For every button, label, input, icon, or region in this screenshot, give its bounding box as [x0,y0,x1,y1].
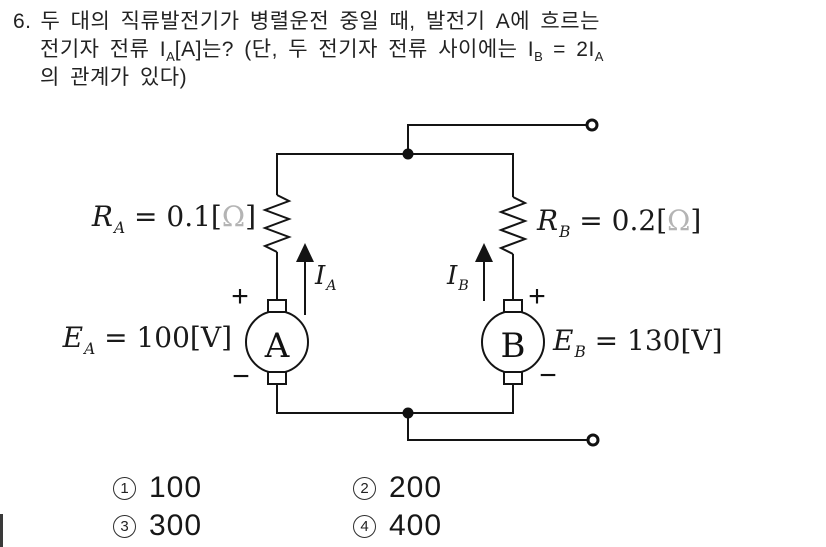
emf-a-label: EA = 100[V] [62,321,232,358]
current-ia-label: IA [315,261,337,295]
subscript-a: A [166,49,175,65]
current-ib-arrow [475,243,493,301]
subscript-a: A [84,339,96,358]
choice-3-number-circle: 3 [113,514,136,538]
bracket-close: ] [690,204,702,237]
choice-3: 3 300 [113,509,203,542]
question-line-1-text: 두 대의 직류발전기가 병렬운전 중일 때, 발전기 A에 흐르는 [40,10,600,33]
question-line-1: 6. 두 대의 직류발전기가 병렬운전 중일 때, 발전기 A에 흐르는 [13,10,600,34]
top-junction-dot [402,148,414,160]
question-number: 6. [13,10,32,33]
gen-a-bottom-terminal-box [267,371,287,385]
subscript-b: B [559,222,571,241]
resistor-a-symbol-text: R [91,200,113,233]
emf-a-value: = 100[V] [95,321,232,354]
resistor-b-value: = 0.2[ [570,204,668,237]
bottom-output-terminal [586,433,600,447]
choice-1-number-circle: 1 [113,476,136,500]
choice-1: 1 100 [113,471,203,504]
gen-b-bottom-terminal-box [503,371,523,385]
choice-4-number-circle: 4 [353,514,376,538]
choice-2-label: 200 [389,471,443,504]
emf-b-symbol-text: E [553,324,574,357]
current-ia-symbol-text: I [315,261,326,291]
choice-3-label: 300 [149,509,203,542]
question-line-2: 전기자 전류 IA[A]는? (단, 두 전기자 전류 사이에는 IB = 2I… [40,38,603,69]
gen-a-top-terminal-box [267,299,287,313]
arrow-up-icon [296,243,314,262]
choice-1-label: 100 [149,471,203,504]
choice-2-number-circle: 2 [353,476,376,500]
gen-b-top-terminal-box [503,299,523,313]
resistor-b-label: RB = 0.2[Ω] [537,204,702,241]
generator-a-letter: A [264,326,290,366]
bottom-bus-wire [276,382,514,414]
emf-a-symbol-text: E [62,321,84,354]
question-line-2-text: = 2I [542,38,595,61]
top-terminal-wire [407,124,586,154]
arrow-up-icon [475,243,493,262]
resistor-b-symbol-text: R [537,204,559,237]
plus-sign-gen-b: + [528,280,546,313]
choice-4: 4 400 [353,509,443,542]
subscript-a: A [594,49,604,65]
resistor-b-symbol [498,196,528,255]
bottom-terminal-wire [407,413,587,441]
minus-sign-gen-b: − [539,359,557,392]
question-line-2-text: 전기자 전류 I [40,38,167,61]
generator-terminal-boxes [267,299,523,385]
ohm-unit: Ω [667,204,691,237]
current-ia-arrow [296,243,314,315]
top-output-terminal [585,118,599,132]
bottom-junction-dot [402,407,414,419]
top-bus-wire [276,153,514,197]
circuit-wires [276,124,587,441]
bracket-close: ] [245,200,256,233]
subscript-b: B [534,49,543,65]
generator-b-letter: B [500,326,526,366]
plus-sign-gen-a: + [231,280,249,313]
choice-4-label: 400 [389,509,443,542]
emf-b-label: EB = 130[V] [553,324,723,361]
current-ib-symbol-text: I [447,261,458,291]
subscript-b: B [574,342,586,361]
resistor-a-symbol [262,194,292,253]
current-ib-label: IB [447,261,469,295]
resistor-a-value: = 0.1[ [125,200,222,233]
question-line-2-text: [A]는? (단, 두 전기자 전류 사이에는 I [174,38,535,61]
emf-b-value: = 130[V] [585,324,723,357]
ohm-unit: Ω [221,200,246,233]
page-edge-mark [0,514,3,547]
resistor-a-label: RA = 0.1[Ω] [91,200,256,237]
choice-2: 2 200 [353,471,443,504]
question-line-3: 의 관계가 있다) [40,66,188,89]
subscript-a: A [326,278,337,295]
minus-sign-gen-a: − [232,360,250,393]
subscript-b: B [458,278,469,295]
subscript-a: A [114,218,126,237]
